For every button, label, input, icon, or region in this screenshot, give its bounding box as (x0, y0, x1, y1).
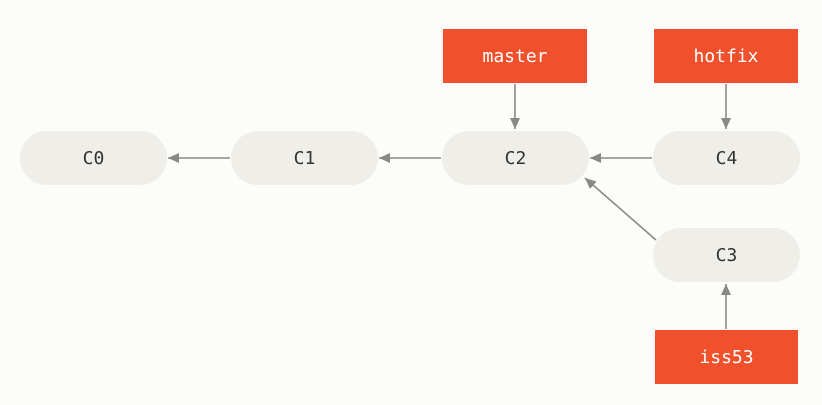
edge-c3-to-c2 (584, 177, 657, 241)
commit-c3: C3 (653, 228, 800, 282)
branch-label-hotfix: hotfix (654, 29, 798, 83)
commit-c0: C0 (20, 131, 167, 185)
commit-c1: C1 (231, 131, 378, 185)
branch-label-master: master (443, 29, 587, 83)
commit-c4: C4 (653, 131, 800, 185)
commit-c2: C2 (442, 131, 589, 185)
branch-label-iss53: iss53 (655, 330, 798, 384)
